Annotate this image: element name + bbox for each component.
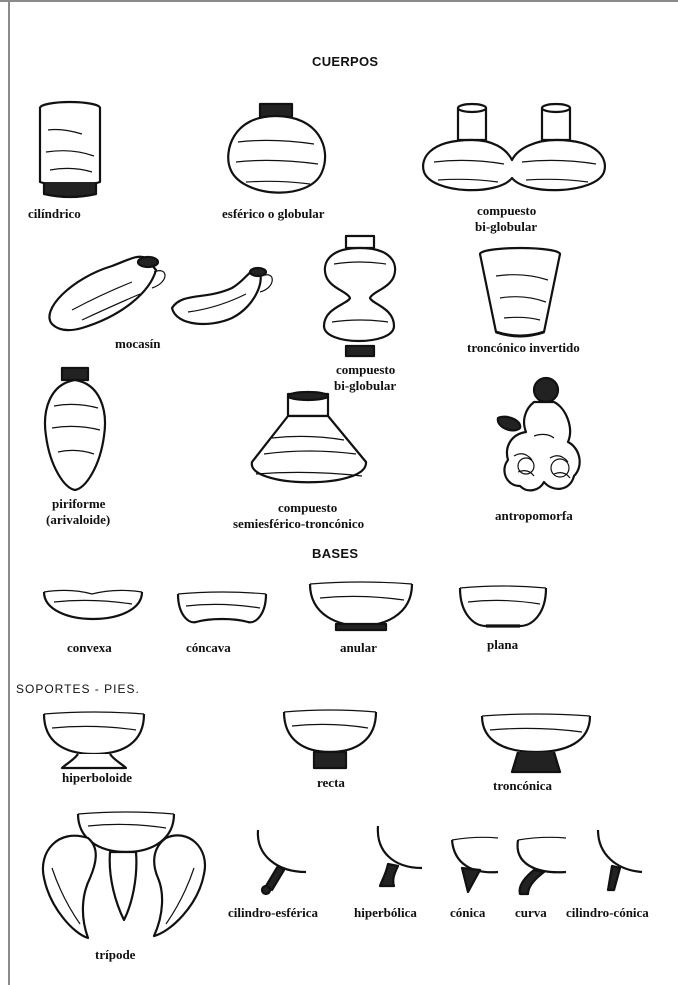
section-title-cuerpos: CUERPOS bbox=[312, 54, 378, 69]
label-compuesto-bi-globular-1: compuesto bbox=[477, 203, 536, 218]
soporte-conica-illustration bbox=[448, 832, 504, 896]
label-compuesto-bi-globular-2-line2: bi-globular bbox=[334, 378, 396, 393]
label-plana: plana bbox=[487, 637, 518, 652]
piriforme-vessel-illustration bbox=[40, 366, 110, 494]
base-anular-illustration bbox=[306, 576, 416, 636]
label-anular: anular bbox=[340, 640, 377, 655]
label-tripode: trípode bbox=[95, 947, 135, 962]
cilindrico-vessel-illustration bbox=[32, 100, 112, 200]
soporte-hiperboloide-illustration bbox=[40, 710, 148, 770]
label-tronconico-invertido: troncónico invertido bbox=[467, 340, 580, 355]
semiesferico-tronconico-vessel-illustration bbox=[244, 392, 374, 502]
soporte-tripode-illustration bbox=[38, 808, 214, 948]
label-concava: cóncava bbox=[186, 640, 231, 655]
label-piriforme: piriforme bbox=[52, 496, 105, 511]
label-cilindro-conica: cilindro-cónica bbox=[566, 905, 649, 920]
section-title-soportes-pies: SOPORTES - PIES. bbox=[16, 682, 140, 696]
label-hiperboloide: hiperboloide bbox=[62, 770, 132, 785]
antropomorfa-vessel-illustration bbox=[494, 376, 584, 500]
frame-top-border bbox=[0, 0, 678, 2]
label-recta: recta bbox=[317, 775, 345, 790]
section-title-bases: BASES bbox=[312, 546, 358, 561]
soporte-cilindro-esferica-illustration bbox=[252, 826, 312, 898]
label-cilindro-esferica: cilindro-esférica bbox=[228, 905, 318, 920]
soporte-tronconica-illustration bbox=[478, 708, 594, 776]
label-antropomorfa: antropomorfa bbox=[495, 508, 573, 523]
label-convexa: convexa bbox=[67, 640, 112, 655]
label-curva: curva bbox=[515, 905, 547, 920]
base-convexa-illustration bbox=[40, 580, 146, 630]
soporte-recta-illustration bbox=[280, 706, 380, 772]
label-compuesto-bi-globular-2: compuesto bbox=[336, 362, 395, 377]
compuesto-bi-globular-vertical-vessel-illustration bbox=[318, 234, 402, 364]
label-esferico-o-globular: esférico o globular bbox=[222, 206, 325, 221]
base-concava-illustration bbox=[174, 584, 270, 632]
label-hiperbolica: hiperbólica bbox=[354, 905, 417, 920]
frame-left-border bbox=[8, 0, 10, 985]
label-tronconica: troncónica bbox=[493, 778, 552, 793]
label-compuesto-semiesferico: compuesto bbox=[278, 500, 337, 515]
soporte-cilindro-conica-illustration bbox=[592, 826, 648, 898]
base-plana-illustration bbox=[456, 578, 550, 634]
label-compuesto-bi-globular-1-line2: bi-globular bbox=[475, 219, 537, 234]
label-conica: cónica bbox=[450, 905, 485, 920]
label-mocasin: mocasín bbox=[115, 336, 161, 351]
label-cilindrico: cilíndrico bbox=[28, 206, 81, 221]
soporte-curva-illustration bbox=[512, 832, 572, 898]
label-piriforme-line2: (arivaloide) bbox=[46, 512, 110, 527]
compuesto-bi-globular-vessel-illustration bbox=[418, 100, 628, 200]
esferico-vessel-illustration bbox=[222, 102, 332, 204]
tronconico-invertido-vessel-illustration bbox=[474, 246, 566, 342]
label-semiesferico-tronconico: semiesférico-troncónico bbox=[233, 516, 364, 531]
soporte-hiperbolica-illustration bbox=[372, 822, 428, 896]
mocasin-vessel-illustration bbox=[42, 248, 282, 338]
